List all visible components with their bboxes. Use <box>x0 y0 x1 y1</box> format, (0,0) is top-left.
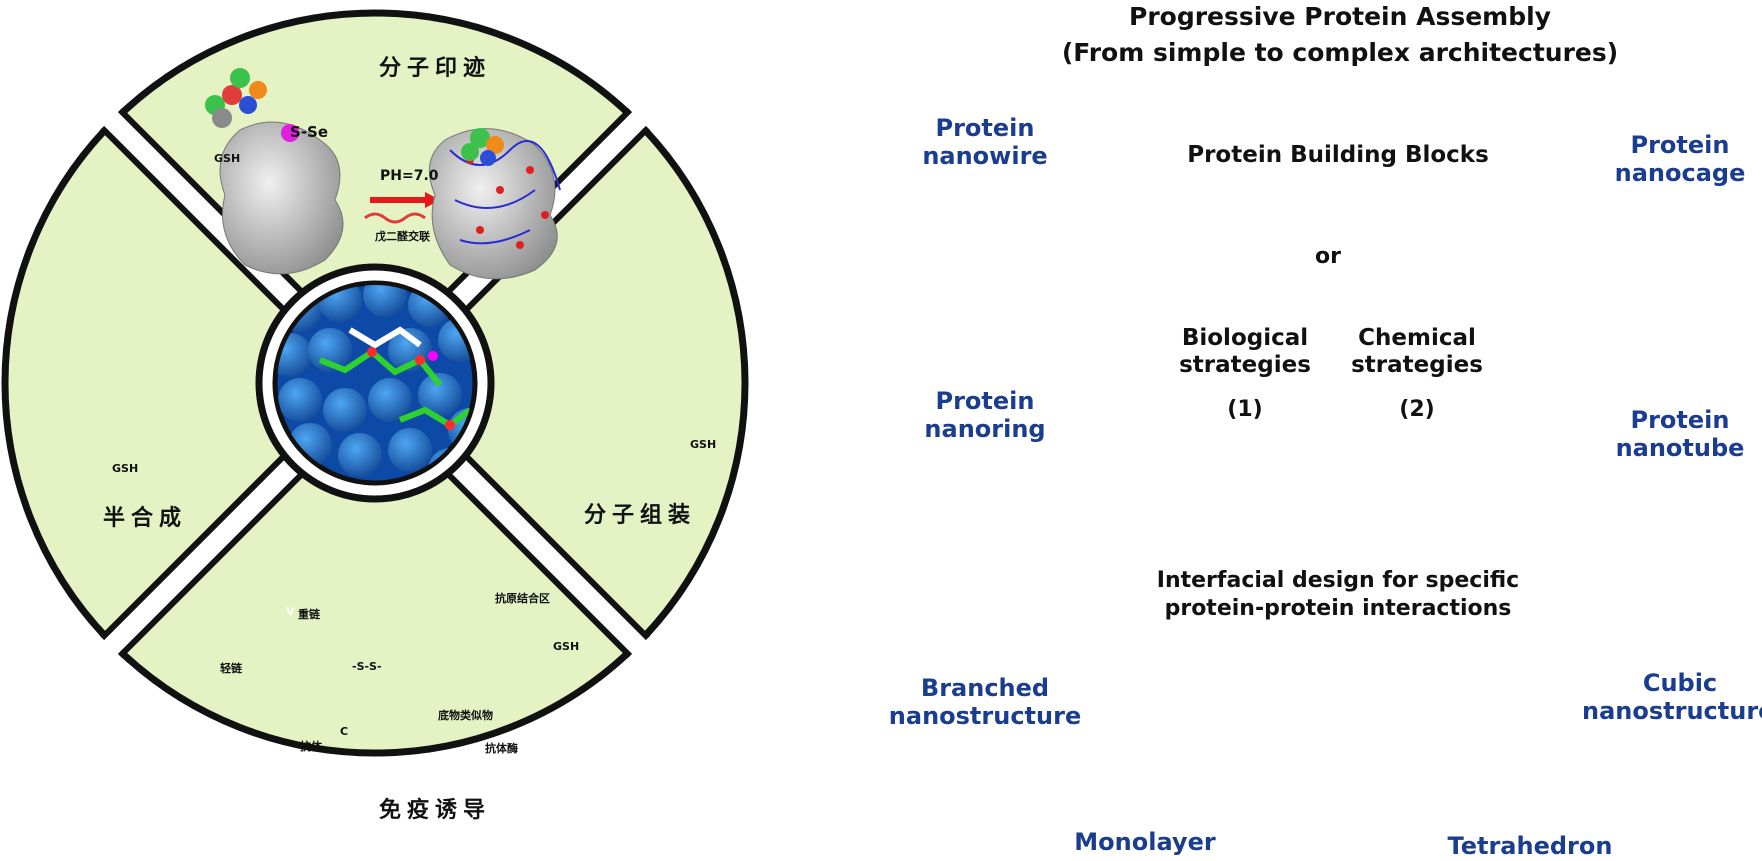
right-gsh-label: GSH <box>690 438 717 451</box>
label-nanoring-1: Protein <box>935 387 1035 415</box>
label-cubic-1: Cubic <box>1642 669 1718 697</box>
chem-strategies-line2: strategies <box>1351 352 1483 378</box>
chem-strategies-number: (2) <box>1399 397 1435 422</box>
label-nanocage-1: Protein <box>1630 131 1730 159</box>
bio-strategies-line1: Biological <box>1181 325 1309 351</box>
sector-label-immune-induction: 免疫诱导 <box>378 798 491 823</box>
bio-strategies-number: (1) <box>1227 397 1263 422</box>
label-nanocage-2: nanocage <box>1614 159 1746 187</box>
box-or: or <box>1315 244 1341 269</box>
top-sector-art <box>205 68 561 280</box>
sector-label-molecular-imprinting: 分子印迹 <box>378 56 491 81</box>
label-nanowire-1: Protein <box>935 114 1035 142</box>
figure-title-line2: (From simple to complex architectures) <box>1061 38 1619 67</box>
label-branched-2: nanostructure <box>888 702 1082 730</box>
top-crosslink-label: 戊二醛交联 <box>375 230 430 243</box>
label-nanotube-2: nanotube <box>1615 434 1745 462</box>
bio-strategies-line2: strategies <box>1179 352 1311 378</box>
analog-label: 底物类似物 <box>438 709 493 722</box>
left-circle-diagram <box>1 9 749 757</box>
top-ph-label: PH=7.0 <box>380 168 439 184</box>
top-gsh-label: GSH <box>214 152 241 165</box>
v-domain-label: V <box>286 605 295 618</box>
light-chain-label: 轻链 <box>220 662 242 675</box>
label-nanowire-2: nanowire <box>922 142 1048 170</box>
sector-label-semi-synthesis: 半合成 <box>102 506 187 531</box>
ss-bond-label: -S-S- <box>352 660 382 673</box>
sector-label-molecular-assembly: 分子组装 <box>583 503 696 528</box>
antibody-label: 抗体 <box>300 740 322 753</box>
label-cubic-2: nanostructure <box>1582 697 1762 725</box>
bottom-gsh-label: GSH <box>553 640 580 653</box>
label-tetrahedron: Tetrahedron <box>1447 832 1613 860</box>
figure-title-line1: Progressive Protein Assembly <box>1129 2 1551 31</box>
left-gsh-label: GSH <box>112 462 139 475</box>
chem-strategies-line1: Chemical <box>1358 325 1476 351</box>
heavy-chain-label: 重链 <box>298 608 320 621</box>
interfacial-line1: Interfacial design for specific <box>1156 568 1520 593</box>
box-heading: Protein Building Blocks <box>1187 142 1489 168</box>
label-nanoring-2: nanoring <box>924 415 1046 443</box>
interfacial-line2: protein-protein interactions <box>1164 596 1512 621</box>
c-domain-label: C <box>340 725 349 738</box>
abzyme-label: 抗体酶 <box>485 742 518 755</box>
antigen-site-label: 抗原结合区 <box>495 592 550 605</box>
top-ss-label: S-Se <box>290 123 329 141</box>
label-branched-1: Branched <box>920 674 1050 702</box>
label-nanotube-1: Protein <box>1630 406 1730 434</box>
label-monolayer: Monolayer <box>1074 828 1216 856</box>
